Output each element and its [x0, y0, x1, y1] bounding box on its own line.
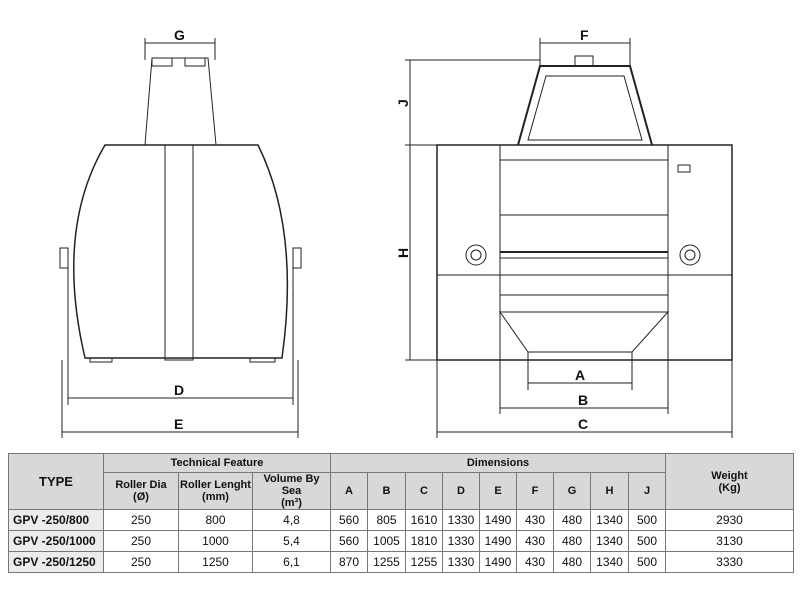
dimension-cell: 1810	[405, 530, 443, 552]
feature-column-header: Roller Dia(Ø)	[103, 472, 179, 510]
volume-cell: 6,1	[252, 551, 331, 573]
dimension-cell: 1330	[442, 551, 480, 573]
type-header: TYPE	[8, 453, 104, 510]
dimension-cell: 1340	[590, 530, 629, 552]
dimension-cell: 480	[553, 509, 591, 531]
dimension-cell: 1330	[442, 509, 480, 531]
technical-drawing: G D E F J H A B C	[59, 27, 733, 438]
volume-cell: 5,4	[252, 530, 331, 552]
dimension-column-header: A	[330, 472, 368, 510]
dimension-cell: 1490	[479, 509, 517, 531]
dimension-column-header: E	[479, 472, 517, 510]
dim-label-h: H	[395, 248, 411, 258]
dim-label-a: A	[575, 367, 585, 383]
dim-label-f: F	[580, 27, 589, 43]
dimension-cell: 1610	[405, 509, 443, 531]
roller-length-cell: 800	[178, 509, 253, 531]
dimensions-header: Dimensions	[330, 453, 666, 473]
dimension-cell: 1255	[367, 551, 406, 573]
dimension-cell: 560	[330, 530, 368, 552]
roller-length-cell: 1250	[178, 551, 253, 573]
type-cell: GPV -250/800	[8, 509, 104, 531]
roller-dia-cell: 250	[103, 509, 179, 531]
dimension-cell: 870	[330, 551, 368, 573]
roller-length-cell: 1000	[178, 530, 253, 552]
dimension-column-header: J	[628, 472, 666, 510]
weight-cell: 2930	[665, 509, 794, 531]
dimension-column-header: B	[367, 472, 406, 510]
dim-label-e: E	[174, 416, 183, 432]
dim-label-j: J	[395, 99, 411, 107]
type-cell: GPV -250/1250	[8, 551, 104, 573]
dimension-cell: 500	[628, 551, 666, 573]
dimension-cell: 430	[516, 551, 554, 573]
dimension-cell: 1340	[590, 551, 629, 573]
volume-cell: 4,8	[252, 509, 331, 531]
dimension-cell: 480	[553, 551, 591, 573]
roller-dia-cell: 250	[103, 551, 179, 573]
dimension-cell: 560	[330, 509, 368, 531]
dimension-cell: 1490	[479, 530, 517, 552]
weight-header: Weight(Kg)	[665, 453, 794, 510]
front-view	[405, 38, 733, 438]
dimension-cell: 430	[516, 509, 554, 531]
dimension-cell: 500	[628, 509, 666, 531]
dimension-column-header: F	[516, 472, 554, 510]
feature-column-header: Volume By Sea(m³)	[252, 472, 331, 510]
dim-label-d: D	[174, 382, 184, 398]
dimension-column-header: G	[553, 472, 591, 510]
dimension-cell: 1340	[590, 509, 629, 531]
weight-cell: 3330	[665, 551, 794, 573]
roller-dia-cell: 250	[103, 530, 179, 552]
dim-label-g: G	[174, 27, 185, 43]
dimension-cell: 430	[516, 530, 554, 552]
dimension-cell: 1255	[405, 551, 443, 573]
dimension-cell: 1005	[367, 530, 406, 552]
side-view	[59, 38, 302, 438]
dimension-cell: 805	[367, 509, 406, 531]
dim-label-c: C	[578, 416, 588, 432]
dimension-column-header: C	[405, 472, 443, 510]
weight-cell: 3130	[665, 530, 794, 552]
specs-table: TYPE Technical Feature Dimensions Weight…	[8, 453, 794, 573]
dimension-cell: 1490	[479, 551, 517, 573]
dimension-cell: 1330	[442, 530, 480, 552]
type-cell: GPV -250/1000	[8, 530, 104, 552]
dimension-column-header: D	[442, 472, 480, 510]
dim-label-b: B	[578, 392, 588, 408]
feature-column-header: Roller Lenght(mm)	[178, 472, 253, 510]
dimension-cell: 480	[553, 530, 591, 552]
dimension-cell: 500	[628, 530, 666, 552]
technical-feature-header: Technical Feature	[103, 453, 331, 473]
dimension-column-header: H	[590, 472, 629, 510]
